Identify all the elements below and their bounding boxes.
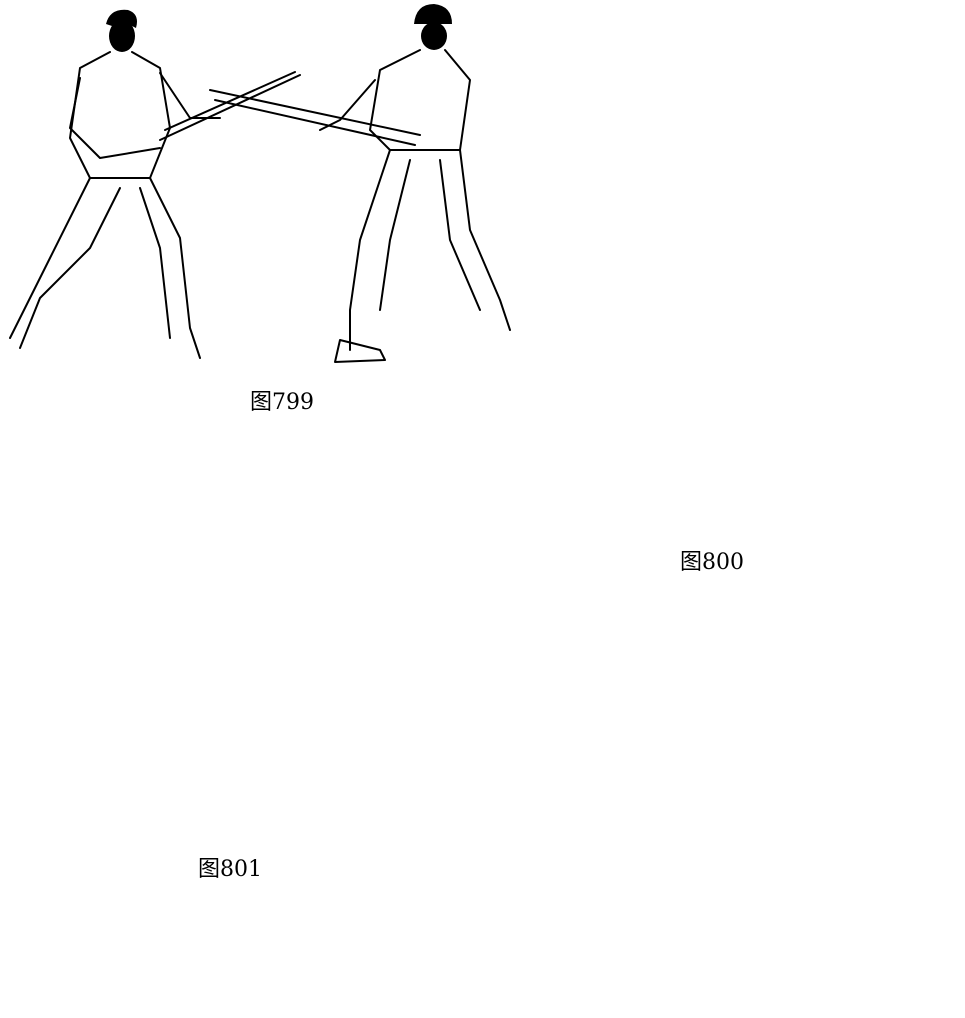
rifle-left xyxy=(159,71,301,141)
figure-799-drawing xyxy=(9,4,511,363)
rifle-right xyxy=(209,89,421,146)
caption-figure-800: 图800 xyxy=(680,550,744,575)
soldier-left xyxy=(9,9,221,359)
soldier-right xyxy=(319,4,511,363)
caption-figure-799: 图799 xyxy=(250,390,314,415)
caption-figure-801: 图801 xyxy=(198,857,262,882)
